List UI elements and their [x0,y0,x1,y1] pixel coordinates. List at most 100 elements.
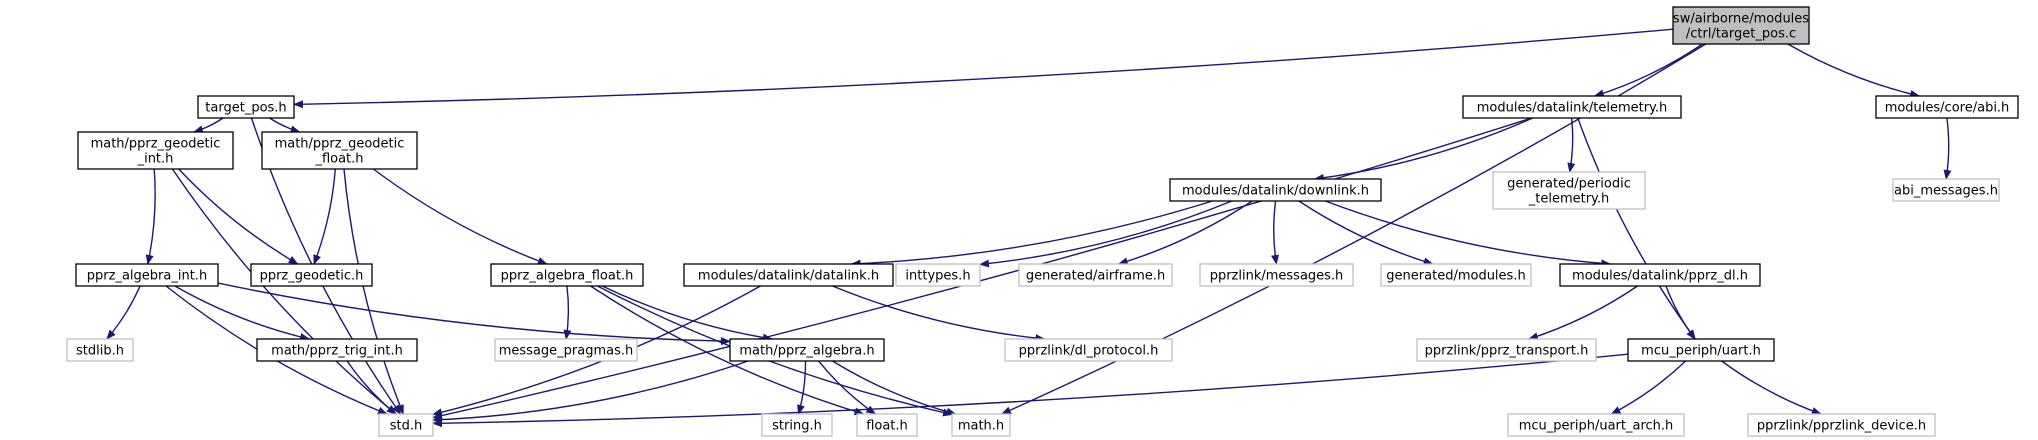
node-box [378,413,434,437]
node-message_pragmas_h: message_pragmas.h [494,338,638,362]
node-modules_h: generated/modules.h [1380,263,1532,287]
node-label: modules/datalink/downlink.h [1182,184,1369,199]
node-box [77,131,234,170]
node-label: _int.h [137,152,174,167]
node-label: pprzlink/pprz_transport.h [1425,344,1589,359]
node-box [1747,413,1936,437]
node-label: float.h [866,419,908,434]
node-pprz_transport_h: pprzlink/pprz_transport.h [1416,338,1597,362]
node-label: pprzlink/messages.h [1210,269,1344,284]
edge-geodetic_int_h-to-pprz_geodetic_h [178,168,299,265]
node-geodetic_float_h[interactable]: math/pprz_geodetic_float.h [261,131,418,170]
node-label: modules/core/abi.h [1885,101,2010,116]
node-box [1018,263,1173,287]
node-box [1416,338,1597,362]
node-algebra_int_h[interactable]: pprz_algebra_int.h [75,263,219,287]
node-pprz_dl_h[interactable]: modules/datalink/pprz_dl.h [1559,263,1761,287]
edge-target_pos_h-to-geodetic_float_h [269,117,301,134]
node-label: math/pprz_geodetic [91,137,221,152]
node-box [1380,263,1532,287]
node-uart_h[interactable]: mcu_periph/uart.h [1627,338,1775,362]
node-label: message_pragmas.h [499,344,634,359]
node-box [250,263,373,287]
node-label: math.h [958,419,1004,434]
node-box [1875,95,2019,119]
node-label: _telemetry.h [1528,192,1610,207]
edge-uart_h-to-uart_arch_h [1610,360,1687,415]
node-label: /ctrl/target_pos.c [1686,27,1796,42]
edge-telemetry_h-to-std_h [432,117,1532,420]
node-label: _float.h [314,152,363,167]
node-label: generated/modules.h [1386,269,1525,284]
edge-algebra_float_h-to-message_pragmas_h [563,285,572,340]
edge-algebra_int_h-to-trig_int_h [174,285,311,341]
node-box [1199,263,1354,287]
edge-datalink_h-to-dl_protocol_h [832,285,1046,343]
edge-geodetic_int_h-to-std_h [171,168,397,415]
edge-geodetic_float_h-to-std_h [343,168,404,415]
node-label: sw/airborne/modules [1673,12,1809,27]
edge-downlink_h-to-modules_h [1298,200,1434,266]
node-uart_arch_h: mcu_periph/uart_arch.h [1507,413,1685,437]
node-label: pprzlink/pprzlink_device.h [1757,419,1926,434]
node-box [66,338,134,362]
edge-downlink_h-to-airframe_h [1117,200,1253,266]
node-downlink_h[interactable]: modules/datalink/downlink.h [1169,178,1382,202]
nodes-layer: sw/airborne/modules/ctrl/target_pos.ctar… [66,6,2019,437]
node-box [197,95,295,119]
node-pprz_geodetic_h[interactable]: pprz_geodetic.h [250,263,373,287]
node-label: pprz_geodetic.h [260,269,364,284]
edge-geodetic_int_h-to-algebra_int_h [145,168,156,265]
node-target_pos_h[interactable]: target_pos.h [197,95,295,119]
node-label: modules/datalink/telemetry.h [1477,101,1668,116]
edge-algebra_float_h-to-float_h [590,285,865,416]
edge-algebra_int_h-to-pprz_algebra_h [217,282,731,346]
edge-pprz_algebra_h-to-std_h [432,360,749,424]
node-std_h: std.h [378,413,434,437]
node-airframe_h: generated/airframe.h [1018,263,1173,287]
edge-trig_int_h-to-std_h [346,360,397,415]
node-abi_h[interactable]: modules/core/abi.h [1875,95,2019,119]
node-label: string.h [772,419,822,434]
node-label: math/pprz_geodetic [275,137,405,152]
node-box [261,131,418,170]
node-box [1672,6,1810,45]
node-pprzlink_device_h: pprzlink/pprzlink_device.h [1747,413,1936,437]
node-math_h: math.h [951,413,1011,437]
node-box [895,263,981,287]
node-label: modules/datalink/datalink.h [698,269,879,284]
node-label: abi_messages.h [1894,184,1998,199]
edge-target_pos_h-to-geodetic_int_h [193,117,224,134]
node-label: pprz_algebra_float.h [501,269,634,284]
node-algebra_float_h[interactable]: pprz_algebra_float.h [490,263,644,287]
node-box [1507,413,1685,437]
node-label: math/pprz_algebra.h [739,344,874,359]
edge-root-to-target_pos_h [293,28,1674,109]
edge-geodetic_float_h-to-algebra_float_h [372,168,548,265]
edge-telemetry_h-to-periodic_telemetry_h [1567,117,1576,173]
node-label: stdlib.h [76,344,124,359]
edge-geodetic_float_h-to-pprz_geodetic_h [313,168,336,265]
node-label: modules/datalink/pprz_dl.h [1572,269,1748,284]
node-pprz_algebra_h[interactable]: math/pprz_algebra.h [729,338,885,362]
node-box [951,413,1011,437]
node-label: math/pprz_trig_int.h [271,344,403,359]
node-box [1169,178,1382,202]
node-geodetic_int_h[interactable]: math/pprz_geodetic_int.h [77,131,234,170]
node-datalink_h[interactable]: modules/datalink/datalink.h [683,263,894,287]
node-float_h: float.h [856,413,918,437]
node-label: pprzlink/dl_protocol.h [1019,344,1159,359]
node-abi_messages_h: abi_messages.h [1892,178,2000,202]
node-box [256,338,418,362]
node-box [75,263,219,287]
node-trig_int_h[interactable]: math/pprz_trig_int.h [256,338,418,362]
node-telemetry_h[interactable]: modules/datalink/telemetry.h [1462,95,1682,119]
node-dl_protocol_h: pprzlink/dl_protocol.h [1004,338,1173,362]
node-root[interactable]: sw/airborne/modules/ctrl/target_pos.c [1672,6,1810,45]
node-box [1492,171,1646,210]
node-messages_h: pprzlink/messages.h [1199,263,1354,287]
edges-layer [106,28,1952,428]
edge-pprz_algebra_h-to-math_h [832,360,957,416]
node-box [1627,338,1775,362]
